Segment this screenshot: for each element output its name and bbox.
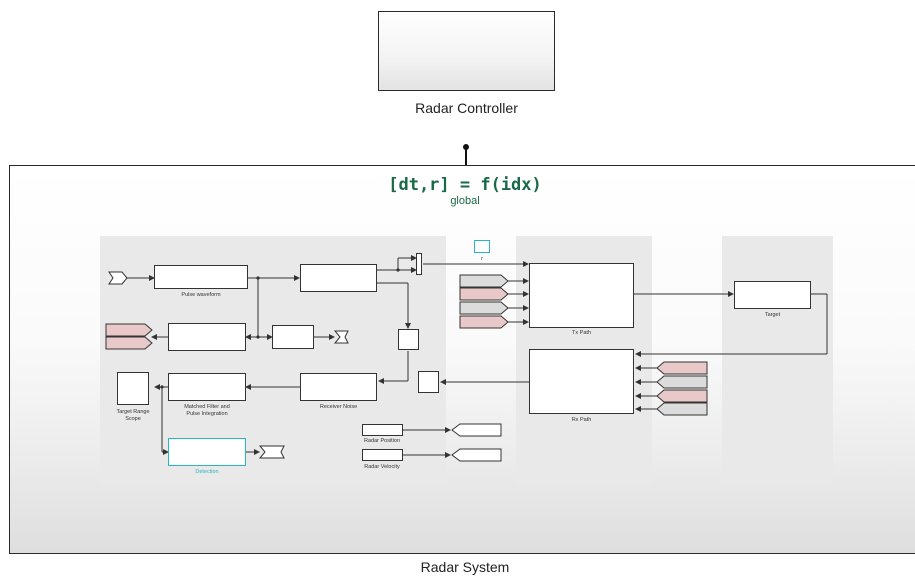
matched-filter-label-2: Pulse Integration (186, 411, 228, 417)
target-label: Target (764, 312, 781, 318)
rx-path-label: Rx Path (571, 417, 592, 423)
rx-path-block[interactable] (529, 349, 634, 414)
target-range-scope-label-2: Scope (125, 416, 141, 422)
connector-line (465, 149, 467, 166)
waveform-processing-block[interactable] (300, 264, 377, 292)
detection-label: Detection (195, 469, 219, 475)
transmit-block[interactable] (168, 323, 246, 351)
detection-block[interactable] (168, 438, 246, 466)
radar-velocity-block[interactable] (362, 449, 403, 461)
pulse-waveform-label: Pulse waveform (181, 292, 221, 298)
tx-path-label: Tx Path (572, 330, 591, 336)
mux-block[interactable] (416, 253, 422, 275)
matched-filter-block[interactable] (168, 373, 246, 401)
function-scope: global (450, 195, 480, 207)
radar-system-label: Radar System (420, 559, 510, 575)
radar-controller-label: Radar Controller (415, 100, 518, 116)
target-block[interactable] (734, 281, 811, 309)
receiver-noise-block[interactable] (300, 373, 377, 401)
tx-path-block[interactable] (529, 263, 634, 328)
receiver-noise-label: Receiver Noise (319, 404, 358, 410)
radar-controller-block[interactable] (378, 11, 555, 91)
matched-filter-label-1: Matched Filter and (184, 404, 230, 410)
pulse-waveform-block[interactable] (154, 265, 248, 289)
r-display-label: r (481, 256, 483, 262)
radar-position-block[interactable] (362, 424, 403, 436)
radar-velocity-label: Radar Velocity (364, 464, 400, 470)
target-area (722, 236, 833, 484)
goto-source-block[interactable] (272, 325, 314, 349)
function-signature: [dt,r] = f(idx) (388, 175, 542, 195)
r-display-block[interactable] (474, 240, 490, 253)
sum-block[interactable] (398, 329, 419, 350)
gain-block[interactable] (418, 371, 439, 393)
radar-position-label: Radar Position (363, 438, 401, 444)
target-range-scope-block[interactable] (117, 372, 149, 405)
connector-dot (463, 144, 469, 150)
target-range-scope-label-1: Target Range (116, 409, 150, 415)
